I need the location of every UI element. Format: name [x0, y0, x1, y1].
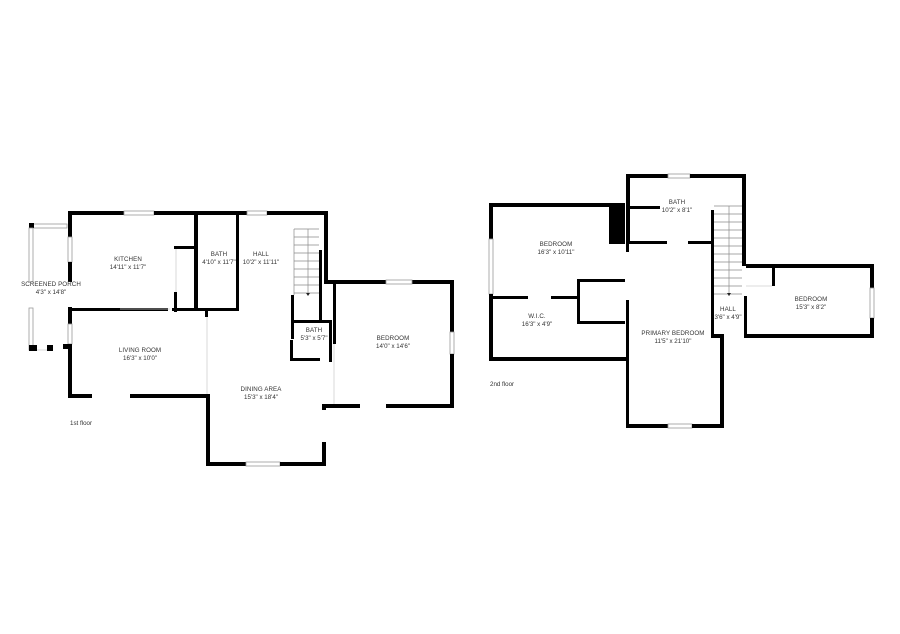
svg-text:14'0" x 14'6": 14'0" x 14'6"	[376, 343, 410, 350]
second-floor-plan: BEDROOM 16'3" x 10'11" BATH 10'2" x 8'1"…	[488, 173, 875, 429]
second-floor-stairs	[714, 205, 742, 296]
svg-text:16'3" x 4'9": 16'3" x 4'9"	[522, 321, 553, 328]
room-label-primary-bedroom: PRIMARY BEDROOM 11'5" x 21'10"	[641, 330, 704, 345]
room-label-bath-1: BATH 4'10" x 11'7"	[202, 251, 235, 266]
svg-text:BEDROOM: BEDROOM	[795, 296, 828, 303]
room-label-bath-2: BATH 5'3" x 5'7"	[300, 327, 327, 342]
second-floor-right-walls	[744, 264, 875, 338]
svg-text:5'3" x 5'7": 5'3" x 5'7"	[300, 335, 327, 342]
second-floor-center-walls	[626, 173, 747, 429]
svg-text:15'3" x 8'2": 15'3" x 8'2"	[796, 304, 827, 311]
svg-text:W.I.C.: W.I.C.	[528, 313, 546, 320]
screened-porch-walls	[28, 223, 68, 351]
svg-text:BEDROOM: BEDROOM	[377, 335, 410, 342]
first-floor-stairs	[293, 228, 319, 296]
floor-label-2nd: 2nd floor	[490, 381, 514, 388]
svg-text:BATH: BATH	[669, 199, 685, 206]
svg-text:LIVING ROOM: LIVING ROOM	[119, 347, 161, 354]
svg-text:16'3" x 10'0": 16'3" x 10'0"	[123, 355, 157, 362]
room-label-bedroom-1: BEDROOM 14'0" x 14'6"	[376, 335, 410, 350]
room-label-wic: W.I.C. 16'3" x 4'9"	[522, 313, 553, 328]
svg-text:DINING AREA: DINING AREA	[241, 386, 283, 393]
svg-text:KITCHEN: KITCHEN	[114, 256, 142, 263]
room-label-bath-3: BATH 10'2" x 8'1"	[662, 199, 693, 214]
room-label-dining-area: DINING AREA 15'3" x 18'4"	[241, 386, 283, 401]
svg-text:16'3" x 10'11": 16'3" x 10'11"	[538, 249, 575, 256]
room-label-hall-1: HALL 10'2" x 11'11"	[243, 251, 279, 266]
svg-text:SCREENED PORCH: SCREENED PORCH	[21, 281, 81, 288]
svg-text:14'11" x 11'7": 14'11" x 11'7"	[110, 264, 146, 271]
svg-text:BATH: BATH	[306, 327, 322, 334]
first-floor-bedroom-walls	[330, 279, 455, 408]
svg-text:BEDROOM: BEDROOM	[540, 241, 573, 248]
svg-text:4'10" x 11'7": 4'10" x 11'7"	[202, 259, 235, 266]
first-floor-plan: KITCHEN 14'11" x 11'7" BATH 4'10" x 11'7…	[21, 210, 455, 467]
svg-text:HALL: HALL	[253, 251, 269, 258]
svg-text:HALL: HALL	[720, 306, 736, 313]
floor-label-1st: 1st floor	[70, 420, 92, 427]
first-floor-interior-walls	[72, 211, 332, 394]
second-floor-left-walls	[488, 203, 629, 361]
room-label-bedroom-3: BEDROOM 15'3" x 8'2"	[795, 296, 828, 311]
svg-text:10'2" x 11'11": 10'2" x 11'11"	[243, 259, 279, 266]
room-label-kitchen: KITCHEN 14'11" x 11'7"	[110, 256, 146, 271]
svg-text:10'2" x 8'1": 10'2" x 8'1"	[662, 207, 693, 214]
svg-text:4'3" x 14'8": 4'3" x 14'8"	[36, 289, 67, 296]
room-label-bedroom-2: BEDROOM 16'3" x 10'11"	[538, 241, 575, 256]
room-label-screened-porch: SCREENED PORCH 4'3" x 14'8"	[21, 281, 81, 296]
svg-text:11'5" x 21'10": 11'5" x 21'10"	[655, 338, 692, 345]
room-label-hall-2: HALL 3'6" x 4'9"	[714, 306, 741, 321]
room-label-living-room: LIVING ROOM 16'3" x 10'0"	[119, 347, 161, 362]
svg-text:15'3" x 18'4": 15'3" x 18'4"	[244, 394, 278, 401]
svg-text:3'6" x 4'9": 3'6" x 4'9"	[714, 314, 741, 321]
svg-text:BATH: BATH	[211, 251, 227, 258]
svg-text:PRIMARY BEDROOM: PRIMARY BEDROOM	[641, 330, 704, 337]
